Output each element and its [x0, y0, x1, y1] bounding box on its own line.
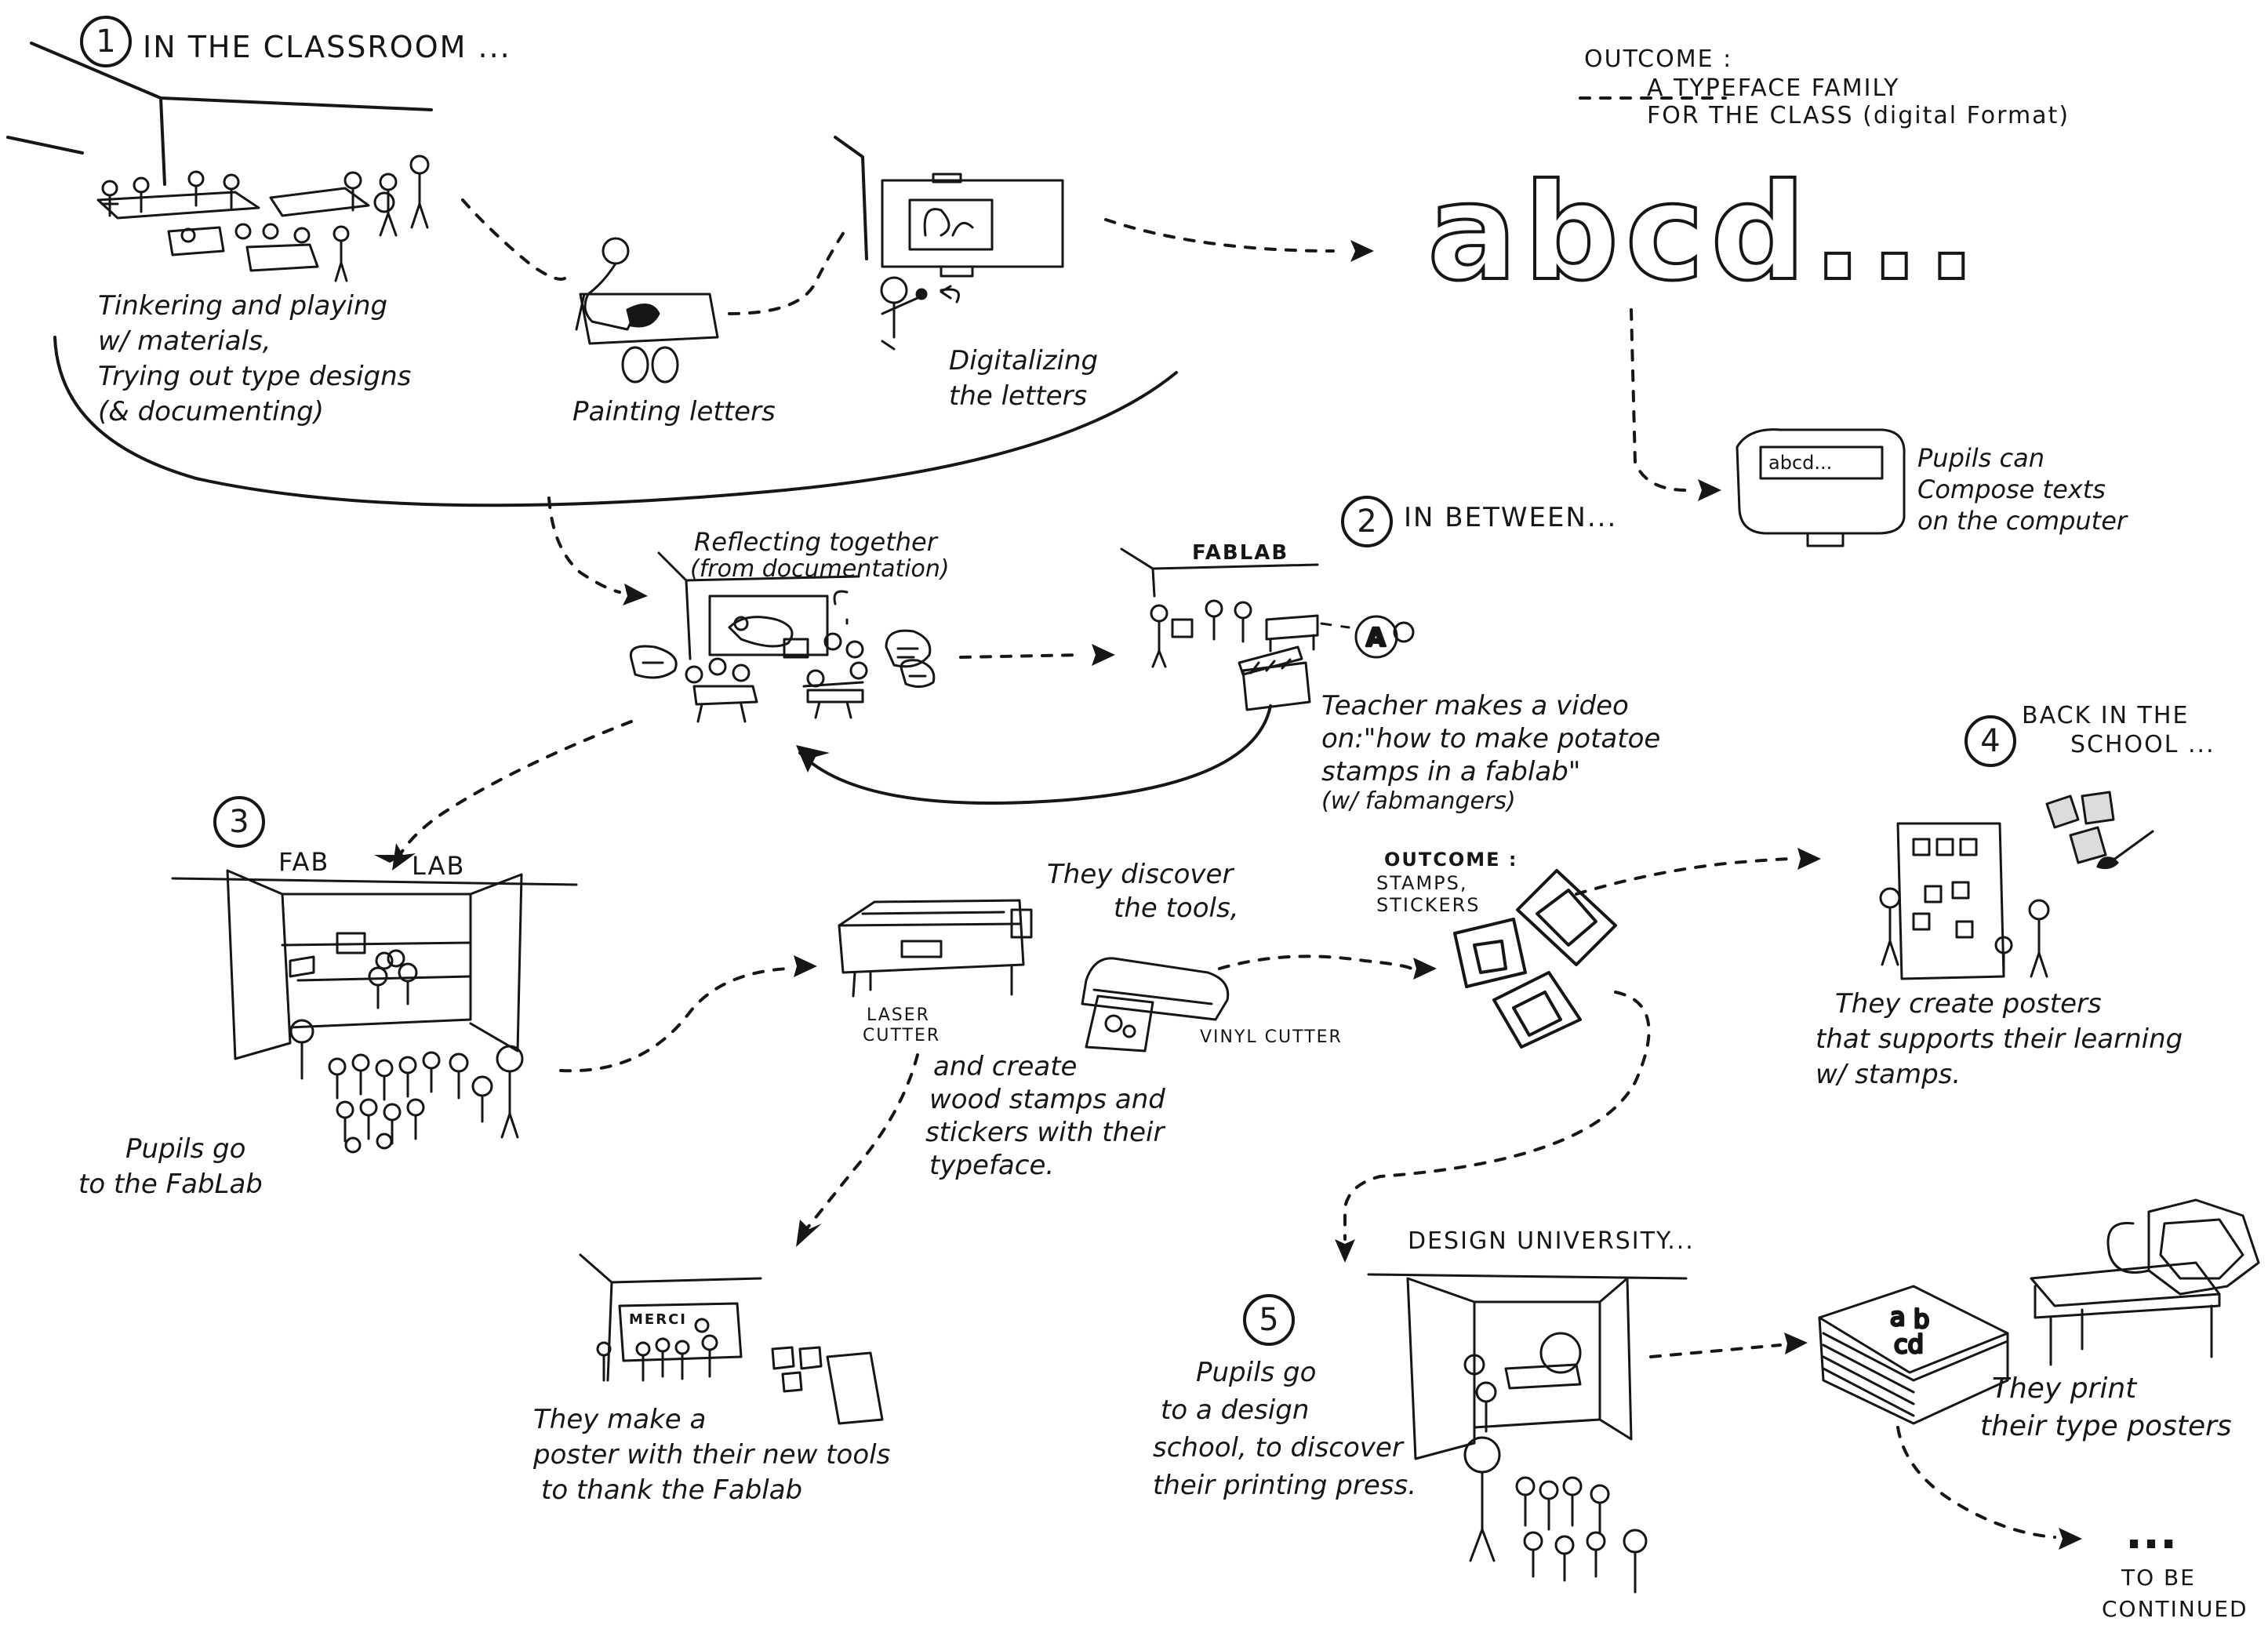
printed-posters-and-press: a b cd — [1818, 1198, 2260, 1425]
caption-design-3: school, to discover — [1153, 1432, 1403, 1463]
caption-pupils-fablab-1: Pupils go — [125, 1133, 246, 1165]
outcome-line2: FOR THE CLASS (digital Format) — [1647, 102, 2070, 129]
merci-text: MERCI — [629, 1311, 687, 1328]
classroom-tables-and-pupils — [96, 155, 430, 282]
caption-teacher-video-2: on:"how to make potatoe — [1321, 723, 1661, 754]
fablab-small-room: A — [1120, 547, 1415, 711]
svg-text:cd: cd — [1894, 1329, 1924, 1359]
caption-reflecting-1: Reflecting together — [694, 527, 937, 557]
caption-create-4: typeface. — [929, 1150, 1055, 1181]
caption-create-1: and create — [933, 1051, 1078, 1082]
section-5-title: DESIGN UNIVERSITY... — [1408, 1227, 1695, 1255]
outcome-stamps-label: OUTCOME : — [1384, 849, 1518, 871]
caption-tinkering-1: Tinkering and playing — [98, 290, 388, 322]
reflecting-room — [629, 551, 936, 723]
svg-text:A: A — [1366, 623, 1386, 653]
digitalizing-computer — [880, 173, 1064, 351]
classroom-room-lines — [6, 42, 1178, 507]
caption-create-2: wood stamps and — [929, 1084, 1165, 1115]
caption-teacher-video-1: Teacher makes a video — [1321, 690, 1629, 722]
caption-pupils-compose-3: on the computer — [1917, 506, 2128, 536]
pupils-computer — [1736, 428, 1906, 547]
screen-typed-text: abcd... — [1768, 452, 1832, 474]
vinyl-cutter-drawing — [1081, 957, 1230, 1053]
caption-print-1: They print — [1992, 1372, 2137, 1405]
laser-cutter-label-2: CUTTER — [863, 1026, 941, 1045]
section-3-title-left: FAB — [278, 847, 330, 877]
outcome-stamps-1: STAMPS, — [1376, 872, 1468, 894]
section-4-title-1: BACK IN THE — [2022, 702, 2190, 729]
continued-ellipsis: ... — [2125, 1506, 2178, 1559]
section-2-number: 2 — [1341, 496, 1393, 547]
svg-text:abcd...: abcd... — [1427, 155, 1983, 311]
to-be-text: TO BE — [2121, 1565, 2196, 1591]
section-4-title-2: SCHOOL ... — [2070, 731, 2215, 758]
outcome-stamps-2: STICKERS — [1376, 894, 1481, 916]
caption-pupils-fablab-2: to the FabLab — [78, 1169, 263, 1200]
caption-digitalizing-2: the letters — [949, 380, 1088, 412]
caption-create-3: stickers with their — [925, 1117, 1165, 1148]
section-2-title: IN BETWEEN... — [1404, 502, 1618, 533]
caption-posters-1: They create posters — [1835, 988, 2102, 1020]
svg-text:a: a — [1890, 1302, 1906, 1332]
caption-design-2: to a design — [1161, 1394, 1310, 1426]
vinyl-cutter-label: VINYL CUTTER — [1200, 1027, 1343, 1047]
caption-design-4: their printing press. — [1153, 1470, 1417, 1501]
thank-poster-room — [579, 1253, 884, 1425]
outcome-line1: A TYPEFACE FAMILY — [1647, 75, 1900, 102]
caption-teacher-video-4: (w/ fabmangers) — [1321, 787, 1516, 815]
caption-pupils-compose-2: Compose texts — [1917, 474, 2106, 504]
section-4-number: 4 — [1965, 715, 2016, 767]
caption-discover-2: the tools, — [1114, 893, 1239, 924]
caption-tinkering-3: Trying out type designs — [98, 361, 412, 392]
school-poster-drawing — [1879, 791, 2154, 980]
caption-discover-1: They discover — [1047, 859, 1234, 890]
caption-reflecting-2: (from documentation) — [690, 555, 950, 583]
caption-painting: Painting letters — [572, 396, 776, 427]
caption-teacher-video-3: stamps in a fablab" — [1321, 756, 1581, 787]
section-1-title: IN THE CLASSROOM ... — [143, 30, 511, 64]
outcome-label: OUTCOME : — [1584, 45, 1733, 73]
caption-design-1: Pupils go — [1196, 1357, 1317, 1388]
section-3-title-right: LAB — [412, 851, 466, 881]
caption-print-2: their type posters — [1980, 1410, 2232, 1442]
painting-letters-figure — [575, 237, 719, 384]
caption-posters-3: w/ stamps. — [1815, 1059, 1961, 1090]
laser-cutter-drawing — [838, 899, 1033, 998]
section-5-number: 5 — [1243, 1294, 1295, 1346]
outcome-typeface-glyphs: abcd... — [1426, 154, 1983, 312]
continued-text: CONTINUED — [2102, 1596, 2248, 1622]
laser-cutter-label-1: LASER — [867, 1005, 930, 1025]
fab-lab-room — [171, 869, 578, 1154]
caption-pupils-compose-1: Pupils can — [1917, 443, 2044, 473]
svg-text:b: b — [1914, 1304, 1929, 1334]
fablab-label: FABLAB — [1192, 541, 1289, 565]
caption-thank-3: to thank the Fablab — [541, 1474, 803, 1506]
caption-thank-2: poster with their new tools — [533, 1439, 891, 1471]
stamps-and-stickers — [1453, 869, 1617, 1049]
design-university-room — [1367, 1273, 1688, 1594]
section-1-number: 1 — [80, 16, 132, 67]
caption-digitalizing-1: Digitalizing — [949, 345, 1099, 376]
caption-posters-2: that supports their learning — [1815, 1023, 2183, 1055]
section-3-number: 3 — [213, 796, 265, 848]
caption-tinkering-4: (& documenting) — [98, 396, 324, 427]
caption-thank-1: They make a — [533, 1404, 707, 1435]
caption-tinkering-2: w/ materials, — [98, 325, 271, 357]
